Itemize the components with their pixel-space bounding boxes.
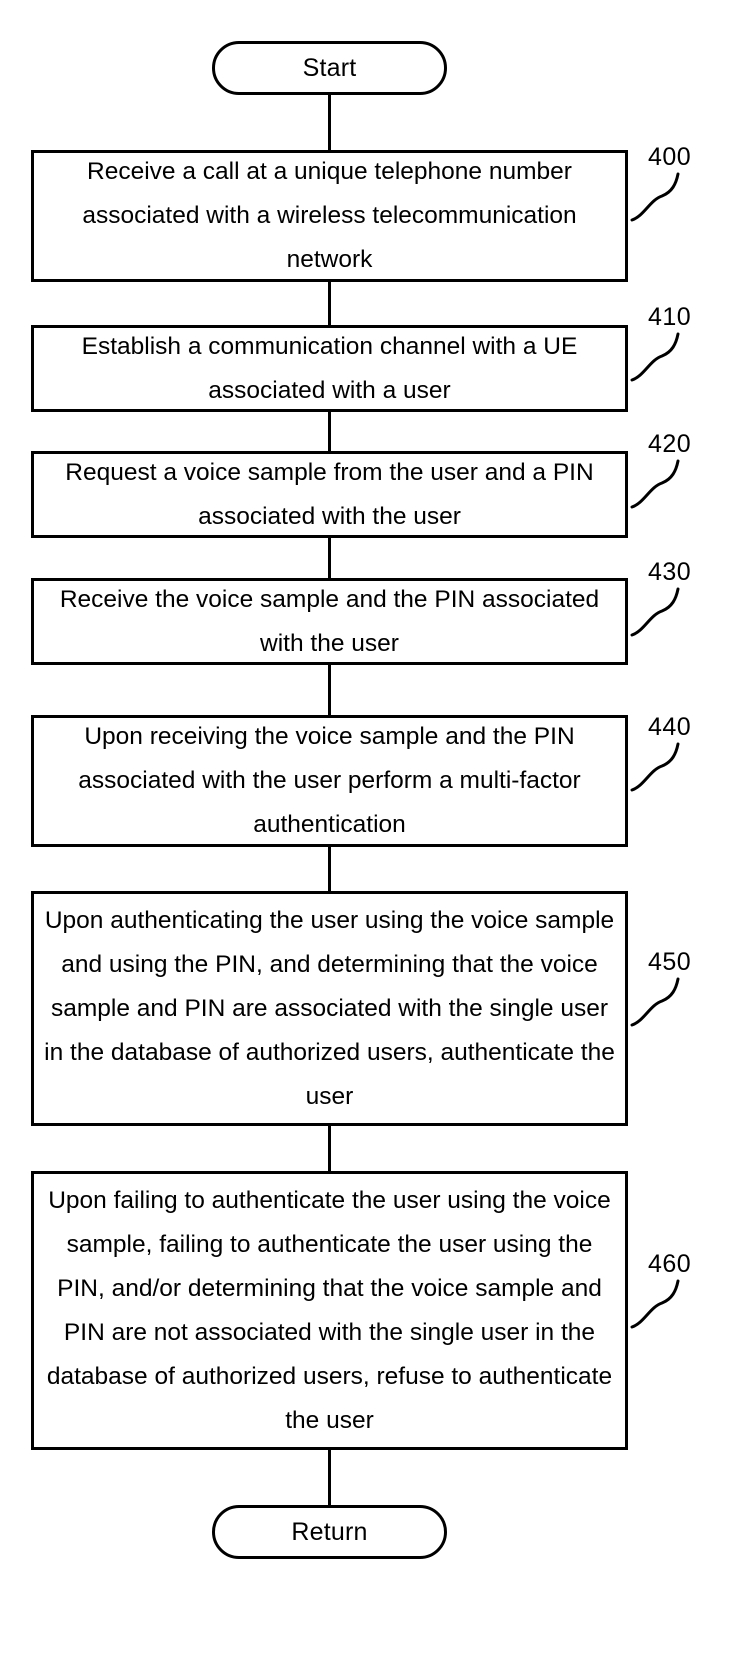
process-box-410-label: Establish a communication channel with a… <box>81 332 578 404</box>
process-box-440-label: Upon receiving the voice sample and the … <box>78 723 581 838</box>
connector-430-to-440 <box>328 665 331 715</box>
connector-400-to-410 <box>328 282 331 325</box>
process-box-430-label: Receive the voice sample and the PIN ass… <box>59 585 600 657</box>
process-box-460-label: Upon failing to authenticate the user us… <box>46 1186 613 1434</box>
ref-numeral-420: 420 <box>648 430 692 458</box>
ref-leader-440 <box>630 742 680 792</box>
terminal-start: Start <box>212 41 447 95</box>
ref-numeral-410: 410 <box>648 303 692 331</box>
connector-460-to-return <box>328 1450 331 1505</box>
ref-leader-400 <box>630 172 680 222</box>
connector-440-to-450 <box>328 847 331 891</box>
connector-450-to-460 <box>328 1126 331 1171</box>
process-box-400: Receive a call at a unique telephone num… <box>31 150 628 282</box>
process-box-410: Establish a communication channel with a… <box>31 325 628 412</box>
process-box-450-label: Upon authenticating the user using the v… <box>44 906 615 1110</box>
ref-leader-460 <box>630 1279 680 1329</box>
terminal-return-label: Return <box>291 1517 368 1546</box>
process-box-460: Upon failing to authenticate the user us… <box>31 1171 628 1450</box>
ref-leader-420 <box>630 459 680 509</box>
process-box-450: Upon authenticating the user using the v… <box>31 891 628 1126</box>
connector-start-to-400 <box>328 95 331 150</box>
ref-numeral-440: 440 <box>648 713 692 741</box>
process-box-420-label: Request a voice sample from the user and… <box>65 458 594 530</box>
ref-numeral-460: 460 <box>648 1250 692 1278</box>
ref-numeral-450: 450 <box>648 948 692 976</box>
ref-numeral-400: 400 <box>648 143 692 171</box>
process-box-400-label: Receive a call at a unique telephone num… <box>82 158 577 273</box>
connector-420-to-430 <box>328 538 331 578</box>
ref-numeral-430: 430 <box>648 558 692 586</box>
process-box-420: Request a voice sample from the user and… <box>31 451 628 538</box>
ref-leader-410 <box>630 332 680 382</box>
connector-410-to-420 <box>328 412 331 451</box>
ref-leader-450 <box>630 977 680 1027</box>
terminal-start-label: Start <box>302 53 357 82</box>
terminal-return: Return <box>212 1505 447 1559</box>
process-box-430: Receive the voice sample and the PIN ass… <box>31 578 628 665</box>
process-box-440: Upon receiving the voice sample and the … <box>31 715 628 847</box>
ref-leader-430 <box>630 587 680 637</box>
